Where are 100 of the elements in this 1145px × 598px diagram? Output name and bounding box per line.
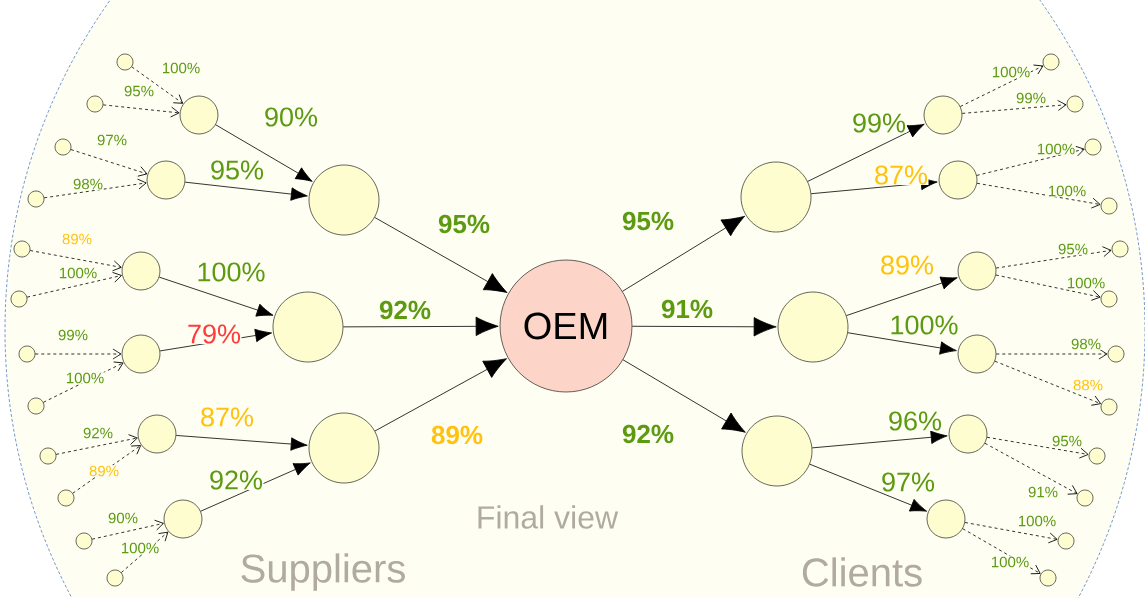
node-circle — [27, 190, 45, 208]
node-circle — [27, 397, 45, 415]
arrow — [374, 217, 508, 293]
arrow — [72, 445, 141, 494]
node-circle — [1107, 345, 1125, 363]
edge-label: 100% — [161, 62, 201, 74]
edge-label: 100% — [991, 66, 1031, 78]
node-circle — [777, 291, 849, 363]
node-circle — [18, 345, 36, 363]
node-circle — [1042, 53, 1060, 71]
node-circle — [86, 95, 104, 113]
arrow — [986, 436, 1089, 459]
node-circle — [116, 53, 134, 71]
edge-label: 89% — [88, 465, 120, 477]
arrow — [964, 522, 1058, 544]
arrow — [847, 332, 957, 355]
edge-label: 95% — [621, 211, 675, 231]
edge-label: 98% — [72, 178, 104, 190]
edge-label: 100% — [58, 267, 98, 279]
node-circle — [39, 447, 57, 465]
arrow — [984, 442, 1078, 495]
edge-label: 100% — [1036, 143, 1076, 155]
arrow — [976, 145, 1085, 176]
edge-label: 97% — [880, 471, 936, 493]
node-circle — [957, 334, 997, 374]
arrow — [184, 181, 308, 201]
node-circle — [1111, 240, 1129, 258]
node-circle — [957, 251, 997, 291]
arrow — [995, 246, 1112, 269]
edge-label: 79% — [186, 323, 242, 345]
edge-label: 87% — [873, 164, 929, 186]
edge-label: 100% — [120, 542, 160, 554]
node-circle — [741, 415, 813, 487]
arrow — [102, 104, 180, 118]
arrow — [374, 358, 507, 432]
edge-label: 90% — [263, 106, 319, 128]
arrow — [34, 348, 122, 360]
edge-label: 89% — [430, 425, 484, 445]
edge-label: 89% — [61, 233, 93, 245]
node-circle — [13, 240, 31, 258]
arrow — [342, 316, 499, 336]
node-circle — [121, 334, 161, 374]
node-circle — [1076, 489, 1094, 507]
group-title: Clients — [802, 557, 922, 587]
edge-label: 95% — [437, 214, 491, 234]
arrow — [995, 274, 1101, 301]
node-circle — [1057, 532, 1075, 550]
caption-text: Final view — [478, 505, 619, 529]
edge-label: 87% — [199, 406, 255, 428]
arrow — [200, 462, 311, 512]
edge-label: 100% — [990, 556, 1030, 568]
arrow — [131, 66, 184, 104]
edge-label: 91% — [1027, 486, 1059, 498]
edge-label: 90% — [107, 512, 139, 524]
arrow — [622, 215, 746, 292]
arrow — [43, 361, 124, 403]
node-circle — [272, 291, 344, 363]
node-circle — [938, 160, 978, 200]
node-circle — [57, 489, 75, 507]
arrow — [622, 359, 746, 433]
node-circle — [1084, 138, 1102, 156]
arrow — [962, 528, 1041, 575]
edge-label: 100% — [1066, 277, 1106, 289]
arrow — [175, 435, 308, 451]
node-circle — [1100, 197, 1118, 215]
node-circle — [1088, 447, 1106, 465]
arrow — [811, 430, 948, 449]
node-circle — [10, 290, 28, 308]
arrow — [976, 182, 1101, 209]
edge-label: 98% — [1070, 338, 1102, 350]
arrow — [91, 519, 164, 540]
arrow — [995, 348, 1108, 360]
arrow — [120, 531, 169, 573]
node-circle — [106, 569, 124, 587]
node-circle — [179, 95, 219, 135]
arrow — [631, 317, 777, 337]
node-circle — [121, 251, 161, 291]
edge-label: 97% — [96, 134, 128, 146]
node-circle — [948, 414, 988, 454]
node-circle — [308, 412, 380, 484]
edge-label: 92% — [208, 469, 264, 491]
edge-label: 99% — [1015, 92, 1047, 104]
arrow — [961, 100, 1067, 114]
arrow — [26, 272, 122, 298]
arrow — [29, 250, 122, 272]
edge-label: 88% — [1072, 379, 1104, 391]
edge-label: 99% — [57, 329, 89, 341]
node-circle — [1100, 398, 1118, 416]
node-circle — [146, 160, 186, 200]
node-circle — [923, 95, 963, 135]
group-title: Suppliers — [241, 553, 405, 591]
edge-label: 95% — [123, 85, 155, 97]
node-circle — [54, 138, 72, 156]
arrow — [159, 328, 272, 352]
node-circle — [163, 499, 203, 539]
node-circle — [1039, 569, 1057, 587]
arrow — [70, 149, 148, 177]
node-circle — [1066, 95, 1084, 113]
edge-label: 89% — [879, 254, 935, 276]
edge-label: 92% — [621, 424, 675, 444]
